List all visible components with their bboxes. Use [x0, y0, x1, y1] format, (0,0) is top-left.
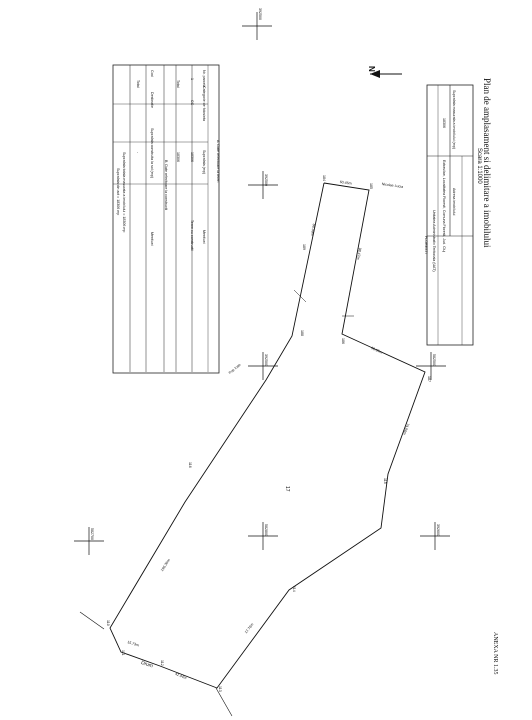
vertex-111: 111 — [121, 650, 125, 656]
vertex-187: 187 — [427, 376, 431, 382]
vertex-114: 114 — [292, 586, 296, 592]
vertex-110: 110 — [106, 620, 110, 626]
parcel-boundary — [109, 182, 426, 689]
vertex-184: 184 — [322, 175, 326, 181]
vertex-186: 186 — [341, 338, 345, 344]
vertex-115: 115 — [383, 478, 387, 484]
vertex-188: 188 — [300, 330, 304, 336]
vertex-112: 112 — [160, 660, 164, 666]
vertex-116: 116 — [188, 462, 192, 468]
annex-label: ANEXA NR 1.35 — [492, 632, 498, 675]
vertex-113: 113 — [218, 686, 222, 692]
vertex-189: 189 — [302, 244, 306, 250]
parcel-id: 17 — [284, 486, 290, 492]
north-arrow-icon — [370, 70, 402, 78]
info-table — [426, 84, 474, 346]
vertex-185: 185 — [369, 183, 373, 189]
land-table — [112, 64, 220, 374]
